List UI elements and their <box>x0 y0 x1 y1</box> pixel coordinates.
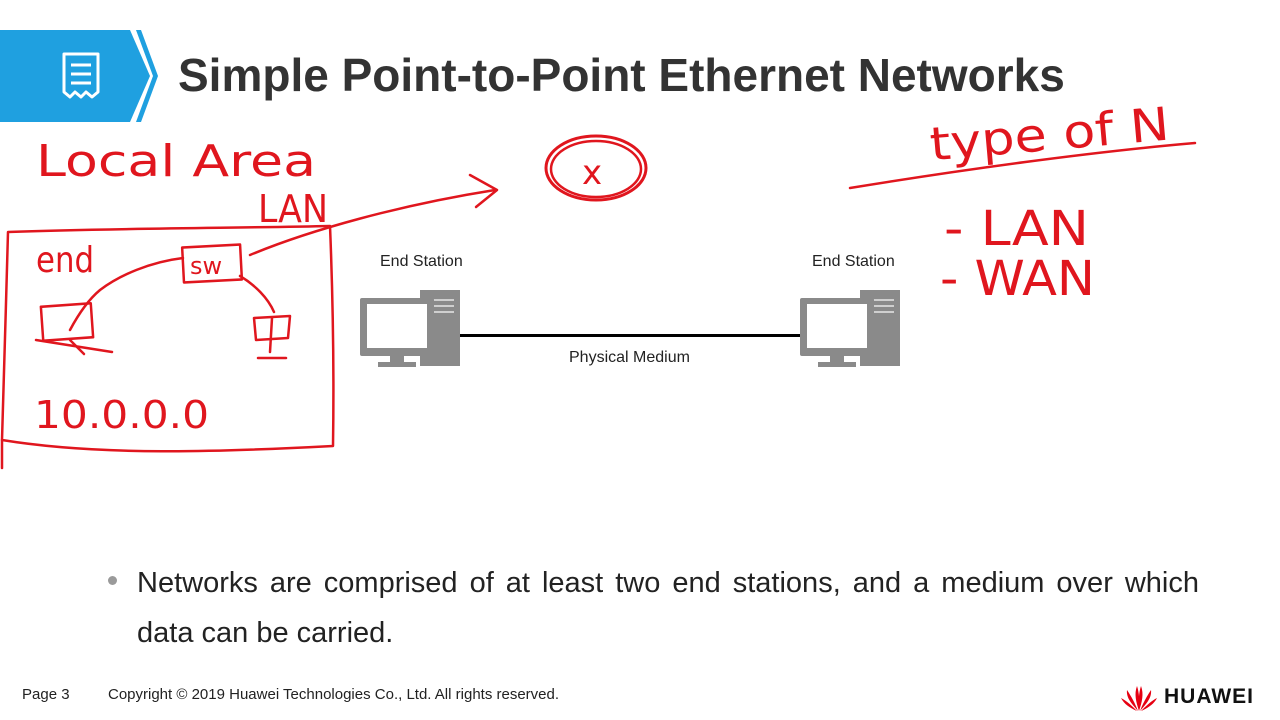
bullet-text: Networks are comprised of at least two e… <box>137 567 1199 649</box>
ink-switch-box <box>180 243 244 284</box>
ink-type-of-n: type of N <box>928 97 1172 172</box>
ink-lan: LAN <box>258 187 328 231</box>
ink-sw: sw <box>190 252 222 280</box>
end-station-label-right: End Station <box>812 253 895 270</box>
physical-medium-cable <box>460 334 802 337</box>
ink-local-area: Local Area <box>36 136 316 187</box>
physical-medium-label: Physical Medium <box>569 349 690 366</box>
copyright-text: Copyright © 2019 Huawei Technologies Co.… <box>108 686 560 703</box>
ink-host-left <box>39 302 95 342</box>
title-banner <box>0 30 158 122</box>
desktop-computer-icon <box>360 290 460 367</box>
end-station-label-left: End Station <box>380 253 463 270</box>
ink-circled-x: x <box>582 153 602 193</box>
ink-arrow <box>248 188 497 257</box>
bullet-list: Networks are comprised of at least two e… <box>104 558 1199 658</box>
ink-host-right <box>252 314 292 342</box>
slide-title: Simple Point-to-Point Ethernet Networks <box>178 49 1065 101</box>
ink-list-lan: - LAN <box>944 201 1089 257</box>
huawei-logo: HUAWEI <box>1120 682 1254 712</box>
ink-link-left <box>68 256 185 332</box>
page-number: Page 3 <box>22 686 70 703</box>
ink-lan-box <box>0 224 335 453</box>
ink-list-wan: - WAN <box>940 251 1095 307</box>
ink-underline <box>848 141 1197 190</box>
document-icon <box>62 52 100 99</box>
ink-circle <box>544 134 648 202</box>
bullet-icon <box>108 576 117 585</box>
ink-ip: 10.0.0.0 <box>34 393 209 437</box>
huawei-brand-text: HUAWEI <box>1164 685 1254 708</box>
huawei-petal-icon <box>1121 686 1157 711</box>
desktop-computer-icon <box>800 290 900 367</box>
ink-link-right <box>238 274 276 314</box>
ink-end: end <box>36 240 94 281</box>
